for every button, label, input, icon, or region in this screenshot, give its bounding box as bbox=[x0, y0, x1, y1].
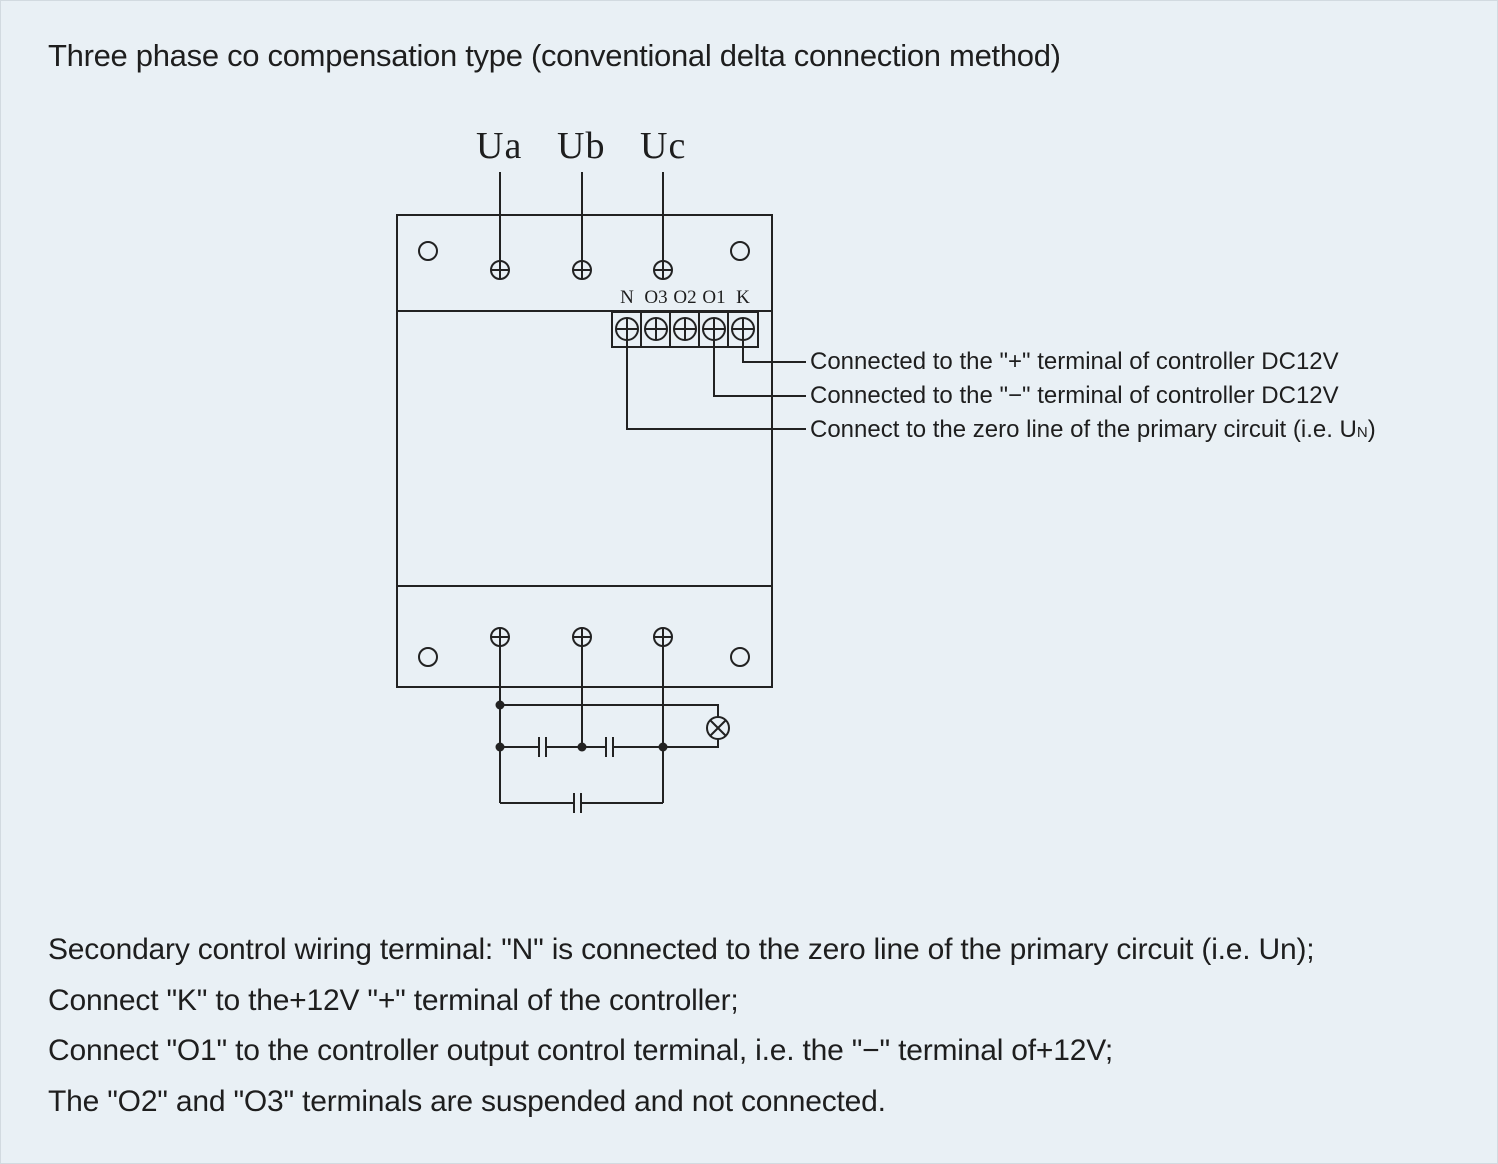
screw-terminal-icon bbox=[653, 260, 673, 280]
callout-n-terminal: Connect to the zero line of the primary … bbox=[810, 416, 1376, 444]
screw-terminal-icon bbox=[615, 317, 639, 341]
secondary-terminal-block bbox=[611, 311, 759, 348]
module-outline bbox=[396, 214, 773, 688]
mounting-holes bbox=[418, 241, 750, 667]
mounting-hole-icon bbox=[418, 241, 438, 261]
terminal-label-o2: O2 bbox=[673, 287, 697, 308]
leader-n bbox=[626, 340, 806, 430]
phase-label-uc: Uc bbox=[640, 125, 687, 167]
terminal-block-outline bbox=[611, 311, 759, 348]
phase-input-leads bbox=[499, 172, 664, 261]
note-line-3: Connect "O1" to the controller output co… bbox=[48, 1034, 1114, 1067]
wiring-notes: Secondary control wiring terminal: "N" i… bbox=[48, 925, 1315, 1127]
module-body bbox=[396, 214, 773, 688]
callout-n-text: Connect to the zero line of the primary … bbox=[810, 416, 1357, 443]
leader-k bbox=[742, 340, 806, 363]
bottom-terminals bbox=[490, 627, 673, 647]
lamp-wire-top bbox=[500, 704, 719, 717]
callout-leaders bbox=[626, 340, 806, 430]
screw-terminal-icon bbox=[490, 627, 510, 647]
capacitor-network bbox=[495, 646, 730, 813]
indicator-lamp-icon bbox=[706, 716, 730, 740]
screw-terminal-icon bbox=[702, 317, 726, 341]
screw-terminal-icon bbox=[490, 260, 510, 280]
terminal-label-k: K bbox=[736, 287, 750, 308]
screw-terminal-icon bbox=[644, 317, 668, 341]
terminal-label-o3: O3 bbox=[644, 287, 668, 308]
junction-dot bbox=[577, 742, 587, 752]
note-line-4: The "O2" and "O3" terminals are suspende… bbox=[48, 1084, 886, 1118]
screw-terminal-icon bbox=[572, 260, 592, 280]
callout-n-close: ) bbox=[1367, 416, 1376, 443]
capacitor-icon bbox=[573, 793, 582, 813]
callout-n-subscript: N bbox=[1356, 424, 1368, 441]
capacitor-icon bbox=[605, 737, 614, 757]
mounting-hole-icon bbox=[418, 647, 438, 667]
screw-terminal-icon bbox=[653, 627, 673, 647]
top-terminals bbox=[490, 260, 673, 280]
diagram-title: Three phase co compensation type (conven… bbox=[48, 38, 1061, 73]
junction-dot bbox=[495, 742, 505, 752]
screw-terminal-icon bbox=[572, 627, 592, 647]
lamp-wire-bottom bbox=[663, 739, 719, 748]
screw-terminal-icon bbox=[673, 317, 697, 341]
phase-label-ua: Ua bbox=[476, 125, 523, 167]
terminal-label-n: N bbox=[620, 287, 634, 308]
screw-terminal-icon bbox=[731, 317, 755, 341]
capacitor-icon bbox=[538, 737, 547, 757]
callout-k-terminal: Connected to the "+" terminal of control… bbox=[810, 348, 1339, 375]
junction-dot bbox=[658, 742, 668, 752]
note-line-2: Connect "K" to the+12V "+" terminal of t… bbox=[48, 983, 739, 1017]
mounting-hole-icon bbox=[730, 647, 750, 667]
leader-o1 bbox=[713, 340, 806, 397]
terminal-label-o1: O1 bbox=[702, 287, 726, 308]
junction-dot bbox=[495, 700, 505, 710]
note-line-1: Secondary control wiring terminal: "N" i… bbox=[48, 933, 1315, 966]
mounting-hole-icon bbox=[730, 241, 750, 261]
callout-o1-terminal: Connected to the "−" terminal of control… bbox=[810, 382, 1339, 409]
phase-label-ub: Ub bbox=[557, 125, 606, 167]
